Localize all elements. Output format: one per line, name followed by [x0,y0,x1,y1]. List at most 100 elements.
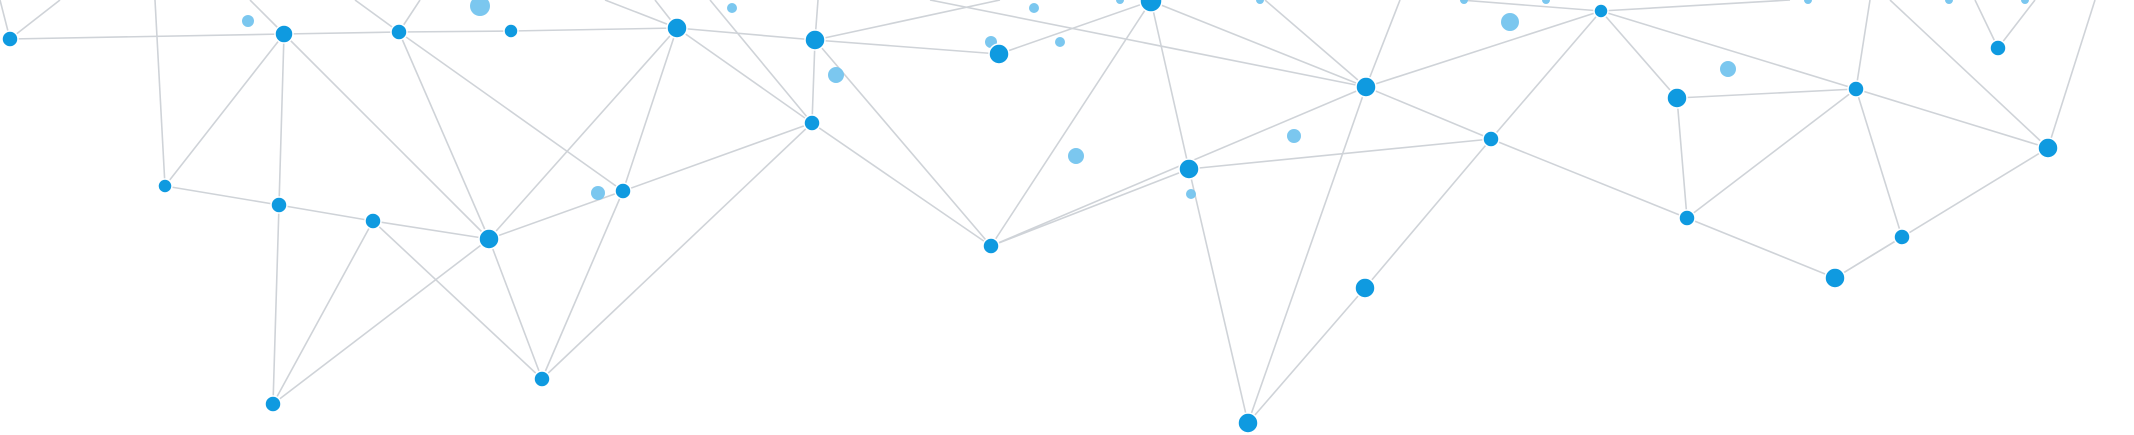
network-node [1482,130,1500,148]
network-node [1893,228,1911,246]
network-particle [470,0,490,16]
network-edge [676,27,813,124]
network-edge [1600,0,1791,12]
network-particle [828,67,844,83]
network-edge [676,27,816,41]
network-edge [283,31,400,35]
network-edge [709,0,813,124]
network-particle [1116,0,1124,4]
network-edge [164,33,285,187]
network-edge [1490,10,1602,140]
network-edge [278,204,374,222]
network-node [1666,87,1688,109]
network-edge [398,30,512,33]
network-edge [814,39,1000,55]
particle-layer [242,0,2029,200]
network-node [1,30,19,48]
network-particle [1029,3,1039,13]
node-layer [1,0,2059,434]
network-edge [272,238,490,405]
network-edge [990,86,1367,247]
network-edge [272,204,280,405]
network-edge [510,27,678,32]
network-edge [998,0,1152,55]
network-node [1989,39,2007,57]
network-particle [1186,189,1196,199]
network-edge [1150,0,1367,88]
network-node [157,178,173,194]
network-node [274,24,294,44]
network-edge [2047,0,2096,149]
network-edge [278,33,285,206]
network-node [982,237,1000,255]
network-edge [1600,10,1857,90]
network-edge [1459,0,1602,12]
network-edge [1490,138,1688,219]
network-particle [1945,0,1953,4]
network-edge [929,0,1367,88]
network-edge [488,190,624,240]
network-edge [814,0,1001,41]
network-edge [1264,0,1367,88]
network-edge [604,0,678,29]
network-node [478,228,500,250]
network-particle [591,186,605,200]
network-edge [1855,88,2049,149]
network-edge [1365,86,1492,140]
network-edge [488,27,678,240]
edge-layer [0,0,2096,424]
network-edge [1676,97,1688,219]
network-node [1678,209,1696,227]
network-edge [1364,138,1492,289]
network-edge [811,122,992,247]
network-edge [398,31,490,240]
network-particle [1804,0,1812,4]
network-node [614,182,632,200]
network-node [2037,137,2059,159]
network-edge [272,220,374,405]
network-edge [283,33,490,240]
network-edge [1855,0,1871,90]
network-node [390,23,408,41]
network-node [1139,0,1163,13]
network-edge [814,39,992,247]
network-edge [354,0,400,33]
network-edge [622,122,813,192]
network-edge [1855,88,1903,238]
network-edge [372,220,490,240]
network-edge [372,220,543,380]
network-particle [1501,13,1519,31]
network-edge [1997,0,2036,49]
network-edge [164,185,280,206]
network-node [270,196,288,214]
network-particle [242,15,254,27]
network-edge [1365,0,1401,88]
network-edge [541,122,813,380]
network-edge [9,33,285,40]
network-particle [1542,0,1550,4]
network-edge [1365,10,1602,88]
network-edge [622,27,678,192]
network-edge [811,39,816,124]
network-edge [1150,0,1190,170]
network-node [1237,412,1259,434]
network-edge [154,0,166,187]
network-edge [398,31,624,192]
network-node [1355,76,1377,98]
network-edge [1686,88,1857,219]
network-node [1354,277,1376,299]
network-particle [1287,129,1301,143]
network-node [503,23,519,39]
network-particle [2021,0,2029,4]
network-edge [1188,138,1492,170]
network-particle [1256,0,1264,4]
network-particle [1460,0,1468,4]
network-particle [1068,148,1084,164]
network-edge [1676,88,1857,99]
network-edge [990,168,1190,247]
network-node [364,212,382,230]
network-edge [990,0,1152,247]
network-particle [727,3,737,13]
